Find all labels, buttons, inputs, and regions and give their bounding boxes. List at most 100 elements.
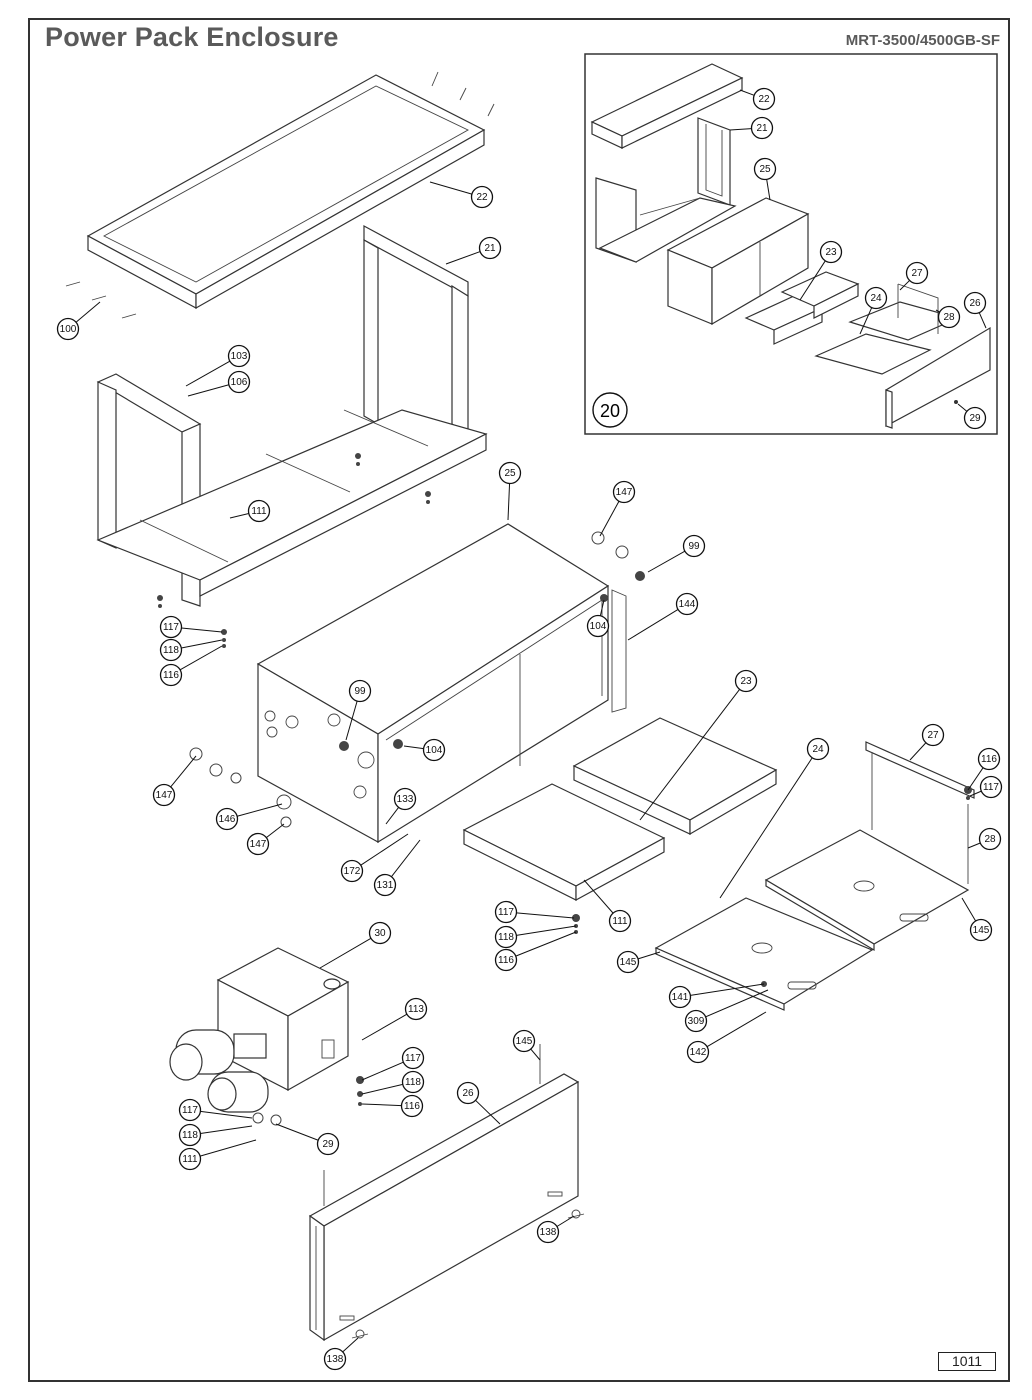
callout-i24: 24: [859, 286, 888, 335]
callout-label: 116: [404, 1101, 420, 1112]
callout-label: 28: [943, 312, 955, 323]
callout-c145b: 145: [616, 950, 661, 974]
callout-label: 117: [182, 1105, 198, 1116]
leader-line: [516, 925, 577, 936]
leader-line: [706, 1011, 767, 1048]
callout-c147a: 147: [599, 480, 636, 537]
leader-line: [705, 989, 769, 1018]
callout-bubble: [752, 87, 776, 111]
hardware-fasteners: [157, 453, 972, 1126]
callout-i22: 22: [739, 87, 776, 111]
callout-c116b: 116: [494, 931, 577, 972]
leader-line: [935, 309, 940, 313]
callout-i25: 25: [753, 157, 777, 201]
tray-23-left: [462, 783, 666, 902]
leader-line: [170, 755, 197, 788]
callout-bubble: [616, 950, 640, 974]
callout-label: 141: [672, 992, 689, 1003]
leader-line: [391, 839, 421, 878]
callout-c144: 144: [627, 592, 699, 641]
callout-c100: 100: [56, 301, 101, 341]
callout-label: 21: [484, 243, 496, 254]
callout-c26: 26: [456, 1081, 501, 1125]
callout-bubble: [348, 679, 372, 703]
callout-bubble: [806, 737, 830, 761]
callout-label: 142: [690, 1047, 707, 1058]
callout-c28: 28: [967, 827, 1002, 851]
callout-label: 145: [620, 957, 637, 968]
leader-line: [530, 1048, 541, 1061]
callout-bubble: [478, 236, 502, 260]
callout-i27: 27: [899, 261, 929, 291]
callout-bubble: [159, 615, 183, 639]
leader-line: [647, 550, 686, 573]
leader-line: [957, 403, 968, 412]
leader-line: [361, 1013, 408, 1041]
callout-label: 116: [498, 955, 514, 966]
callout-c172: 172: [340, 833, 409, 883]
callout-c116d: 116: [361, 1094, 424, 1118]
leader-line: [361, 1061, 404, 1081]
callout-label: 133: [397, 794, 414, 805]
callout-bubble: [494, 900, 518, 924]
leader-line: [859, 307, 873, 335]
callout-bubble: [512, 1029, 536, 1053]
callout-label: 23: [740, 676, 752, 687]
callout-label: 27: [927, 730, 939, 741]
leader-line: [185, 360, 231, 387]
callout-c111c: 111: [178, 1139, 257, 1171]
callout-label: 145: [973, 925, 990, 936]
leader-line: [200, 1110, 253, 1119]
callout-bubble: [819, 240, 843, 264]
callout-label: 117: [405, 1053, 421, 1064]
callout-label: 99: [354, 686, 366, 697]
tray-23-right: [572, 717, 778, 836]
callout-i28: 28: [935, 305, 961, 329]
callout-c99b: 99: [345, 679, 372, 741]
callout-bubble: [400, 1094, 424, 1118]
callout-bubble: [456, 1081, 480, 1105]
callout-label: 116: [981, 754, 997, 765]
leader-line: [690, 983, 765, 996]
callout-label: 111: [182, 1154, 198, 1165]
leader-line: [345, 700, 358, 741]
callout-bubble: [684, 1009, 708, 1033]
callout-label: 118: [405, 1077, 421, 1088]
leader-line: [403, 745, 424, 750]
callout-bubble: [905, 261, 929, 285]
callout-bubble: [536, 1220, 560, 1244]
power-unit-30: [169, 947, 350, 1113]
leader-line: [181, 627, 223, 633]
callout-bubble: [178, 1147, 202, 1171]
leader-line: [361, 1083, 403, 1095]
callout-bubble: [937, 305, 961, 329]
callout-c104b: 104: [403, 738, 446, 762]
callout-bubble: [227, 344, 251, 368]
callout-label: 104: [590, 621, 607, 632]
callout-bubble: [675, 592, 699, 616]
callout-c118a: 118: [159, 638, 223, 662]
callout-label: 29: [969, 413, 981, 424]
callout-label: 99: [688, 541, 700, 552]
callout-c138a: 138: [536, 1215, 575, 1244]
callout-c103: 103: [185, 344, 251, 387]
callout-i23: 23: [799, 240, 843, 301]
bracket-27: [865, 741, 975, 884]
leader-line: [967, 767, 984, 791]
callout-label: 117: [498, 907, 514, 918]
callout-label: 118: [182, 1130, 198, 1141]
leader-line: [909, 742, 927, 761]
base-plate-24-left: [654, 897, 874, 1011]
callout-label: 309: [688, 1016, 705, 1027]
callout-label: 146: [219, 814, 236, 825]
callout-bubble: [247, 499, 271, 523]
callout-c138b: 138: [323, 1337, 359, 1371]
callout-label: 172: [344, 866, 361, 877]
callout-c147b: 147: [152, 755, 197, 807]
leader-line: [360, 833, 409, 866]
leader-line: [637, 951, 661, 960]
leader-line: [187, 384, 230, 397]
callout-bubble: [159, 638, 183, 662]
leader-line: [507, 483, 511, 521]
callout-c116a: 116: [159, 645, 223, 687]
